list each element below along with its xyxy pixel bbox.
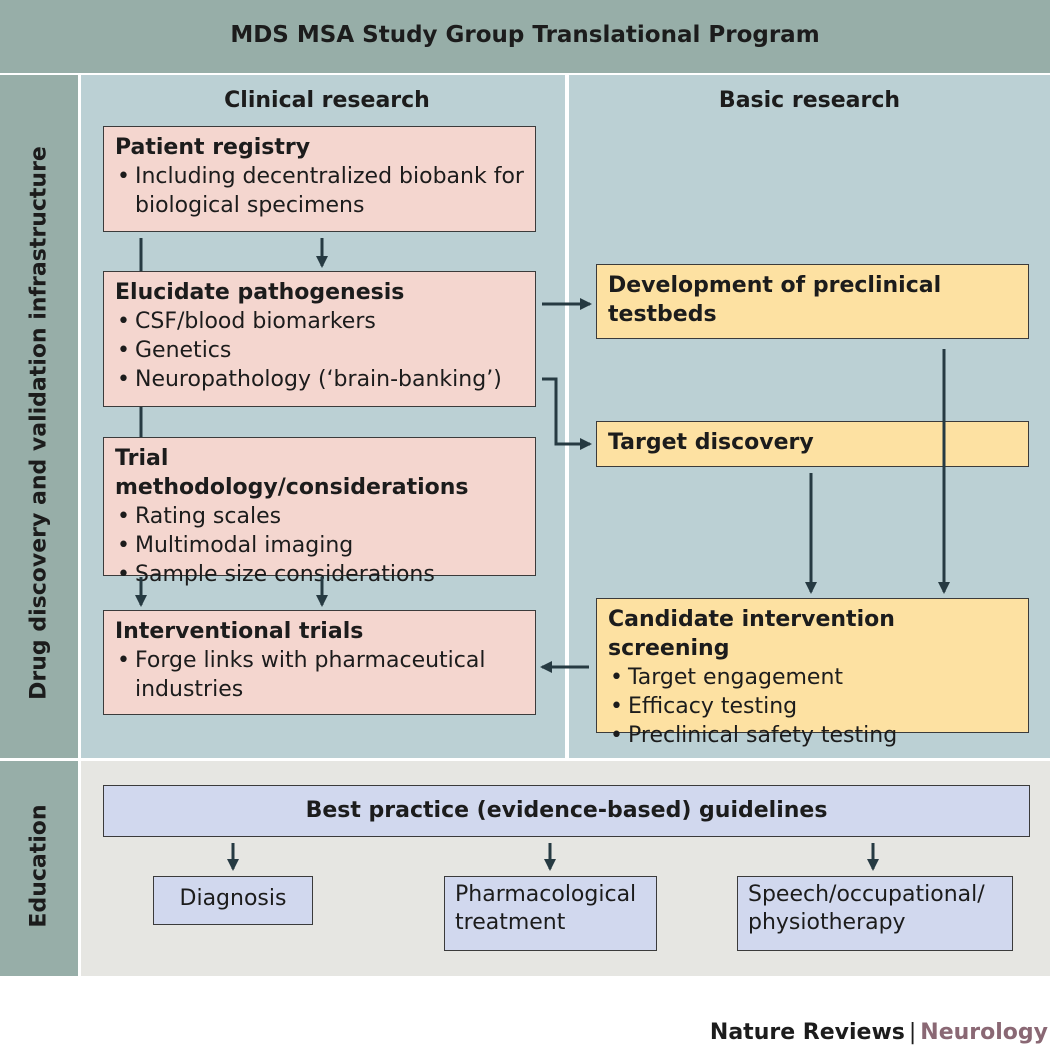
arrow-to-target-discovery [542,377,592,450]
bullet-item: CSF/blood biomarkers [115,307,524,336]
guidelines-box: Best practice (evidence-based) guideline… [103,785,1030,837]
box-heading: Target discovery [608,430,814,455]
credit-separator: | [908,1020,917,1045]
bullet-item: Efficacy testing [608,692,1017,721]
diagnosis-box: Diagnosis [153,876,313,925]
bullet-item: Preclinical safety testing [608,721,1017,750]
journal-credit: Nature Reviews|Neurology [710,1020,1048,1045]
bullet-item: Neuropathology (‘brain-banking’) [115,365,524,394]
interventional-trials-box: Interventional trials Forge links with p… [103,610,536,715]
elucidate-pathogenesis-box: Elucidate pathogenesis CSF/blood biomark… [103,271,536,407]
pharmacological-treatment-box: Pharmacological treatment [444,876,657,951]
box-heading: Patient registry [115,135,311,160]
bullet-item: Sample size considerations [115,560,524,589]
box-heading: Candidate intervention screening [608,607,895,661]
bullet-item: Genetics [115,336,524,365]
bullet-item: Forge links with pharmaceutical industri… [115,646,524,704]
box-heading: Elucidate pathogenesis [115,280,405,305]
diagram-title: MDS MSA Study Group Translational Progra… [230,22,820,48]
box-heading: Interventional trials [115,619,364,644]
candidate-screening-box: Candidate intervention screening Target … [596,598,1029,750]
bullet-item: Rating scales [115,502,524,531]
title-band [0,0,1050,73]
basic-research-heading: Basic research [718,88,901,113]
bullet-item: Multimodal imaging [115,531,524,560]
therapy-box: Speech/occupational/ physiotherapy [737,876,1013,951]
patient-registry-box: Patient registry Including decentralized… [103,126,536,232]
bullet-item: Target engagement [608,663,1017,692]
box-heading: Trial methodology/considerations [115,446,469,500]
trial-methodology-box: Trial methodology/considerations Rating … [103,437,536,589]
journal-name: Neurology [920,1020,1048,1045]
publisher-name: Nature Reviews [709,1020,905,1045]
drug-discovery-band [0,75,78,758]
education-band [0,761,78,976]
target-discovery-box: Target discovery [596,421,1029,467]
preclinical-testbeds-box: Development of preclinical testbeds [596,264,1029,339]
bullet-item: Including decentralized biobank for biol… [115,162,524,220]
box-heading: Development of preclinical testbeds [608,273,942,327]
clinical-research-heading: Clinical research [224,88,430,113]
